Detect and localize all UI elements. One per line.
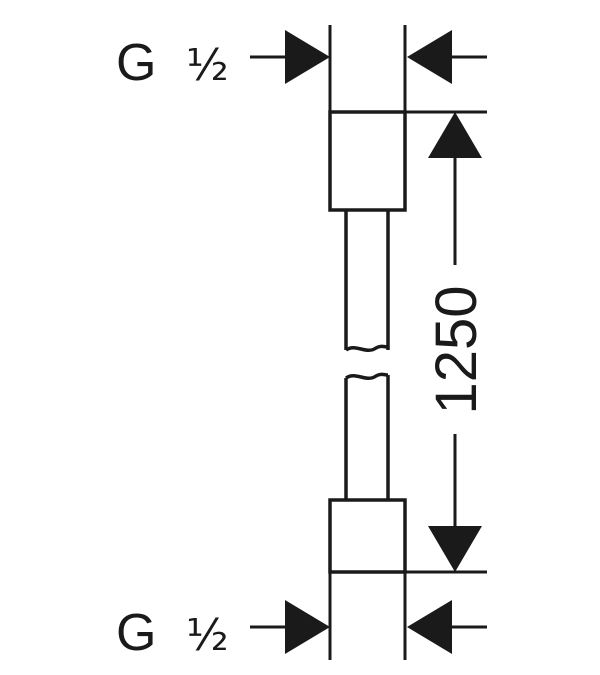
length-top-arrow xyxy=(428,112,482,158)
bottom-left-arrow xyxy=(285,600,330,654)
lower-break-line xyxy=(344,372,389,381)
bottom-fitting xyxy=(328,498,407,574)
top-thread-letter: G xyxy=(116,34,156,92)
top-left-arrow xyxy=(285,30,330,84)
upper-break-line xyxy=(344,344,389,353)
length-bottom-arrow xyxy=(428,526,482,572)
top-fitting xyxy=(328,110,407,212)
bottom-thread-callout: G ½ xyxy=(116,600,487,662)
bottom-thread-letter: G xyxy=(116,604,156,662)
bottom-thread-size: ½ xyxy=(186,610,229,661)
length-value: 1250 xyxy=(424,285,489,414)
top-thread-callout: G ½ xyxy=(116,30,487,92)
hose-body xyxy=(328,110,407,574)
length-dimension: 1250 xyxy=(405,110,489,574)
top-right-arrow xyxy=(407,30,452,84)
top-thread-size: ½ xyxy=(186,40,229,91)
bottom-right-arrow xyxy=(407,600,452,654)
